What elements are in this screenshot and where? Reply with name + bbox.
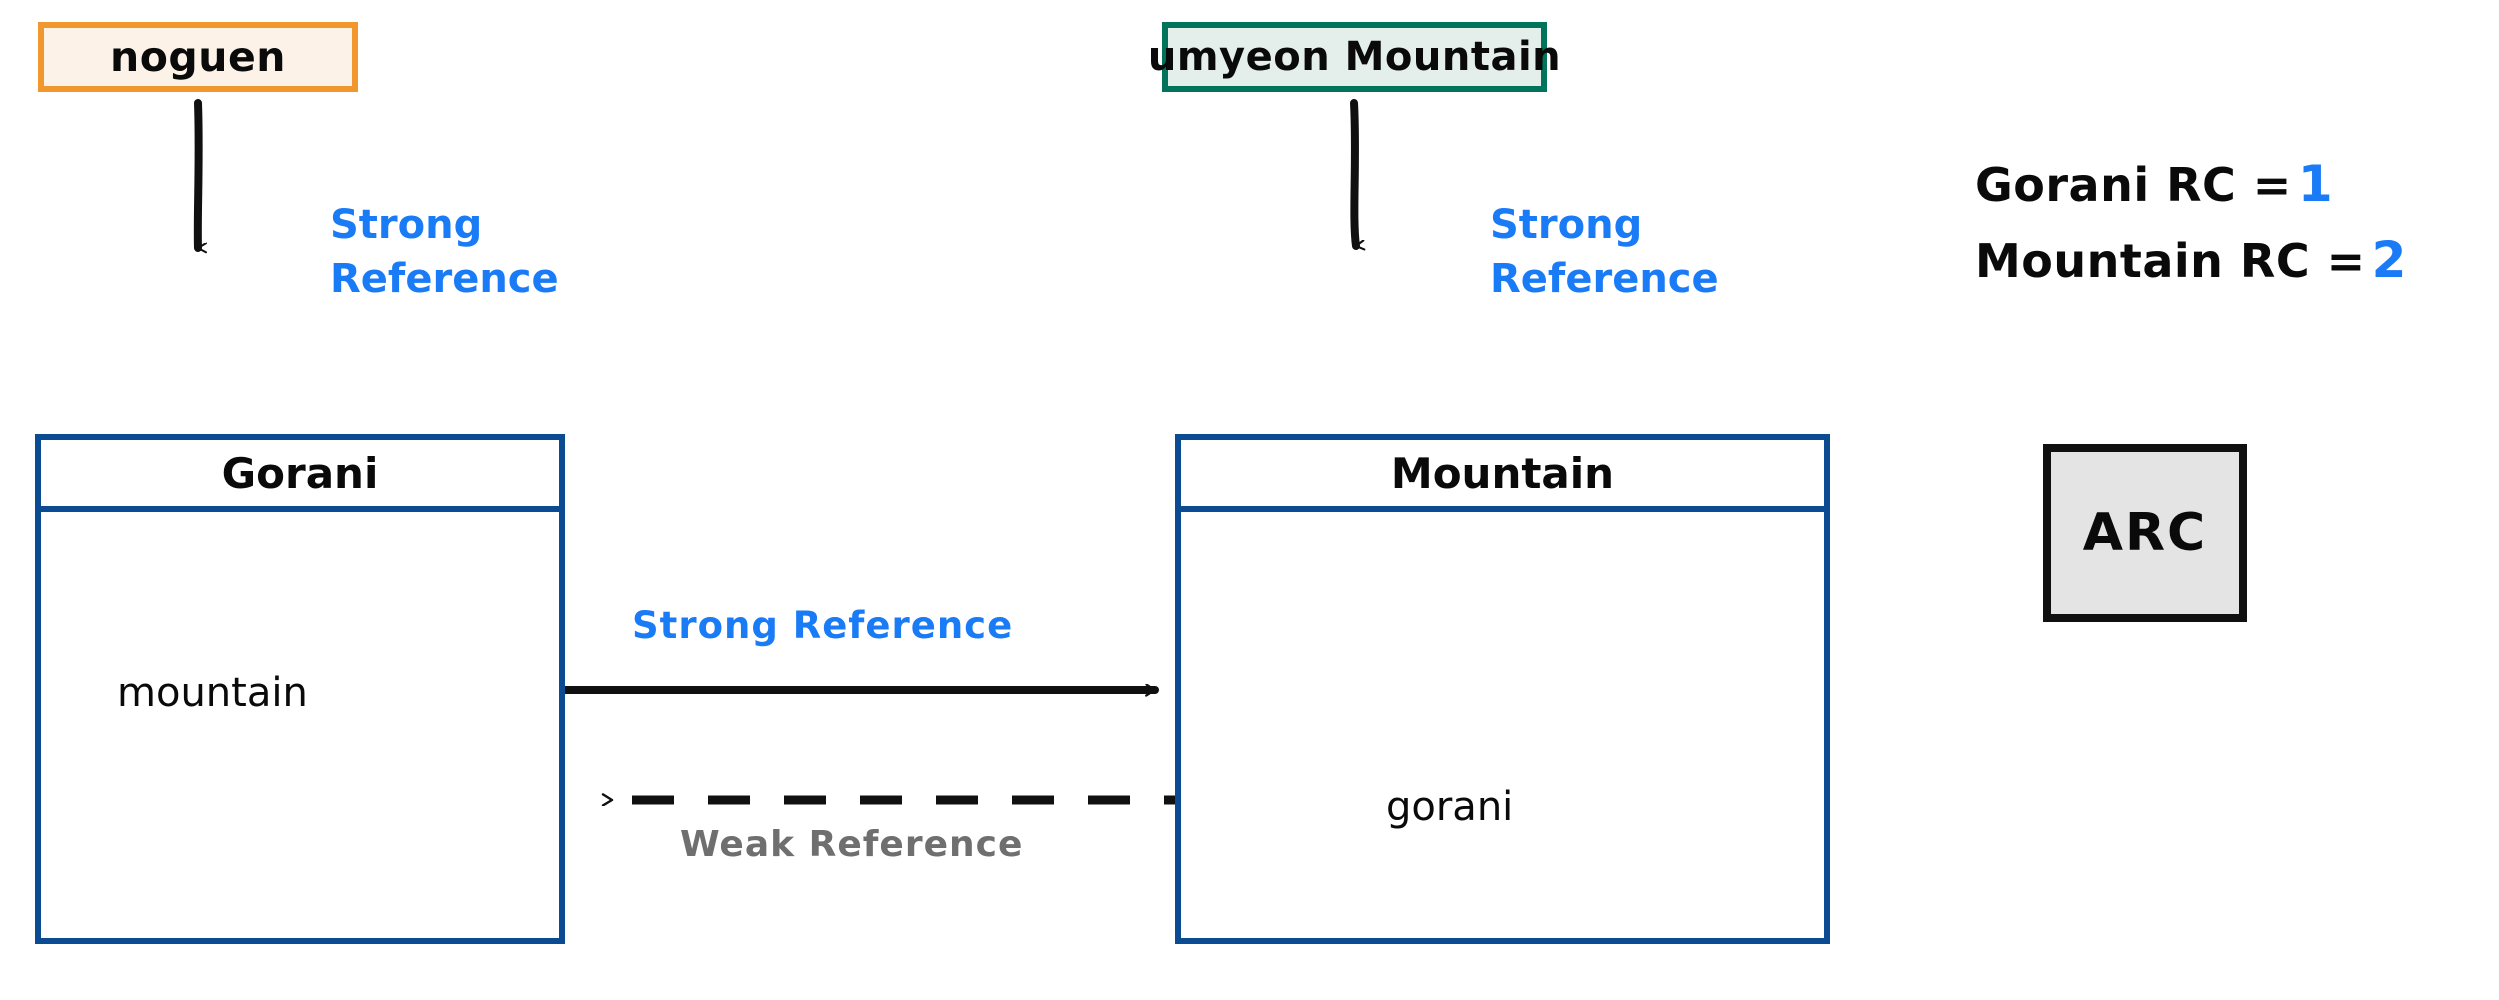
edge-label-line1: Strong — [330, 202, 483, 248]
reference-count-gorani-label: Gorani RC = — [1975, 158, 2292, 212]
edge-noguen-to-gorani — [193, 99, 199, 248]
edge-label-line2: Reference — [330, 256, 559, 302]
edge-label-mountain-to-gorani: Weak Reference — [680, 824, 1024, 865]
edge-label-line2: Reference — [1490, 256, 1719, 302]
reference-count-mountain-value: 2 — [2371, 231, 2407, 289]
class-body-mountain: gorani — [1181, 512, 1824, 938]
edge-umyeon-to-mountain — [1350, 99, 1356, 246]
class-title-gorani: Gorani — [221, 448, 379, 498]
reference-count-gorani: Gorani RC =1 — [1975, 155, 2407, 213]
class-title-mountain: Mountain — [1390, 448, 1615, 498]
instance-box-umyeon-mountain[interactable]: umyeon Mountain — [1148, 22, 1561, 92]
instance-box-noguen[interactable]: noguen — [38, 22, 358, 92]
edge-label-noguen-to-gorani: Strong Reference — [330, 198, 559, 306]
class-box-gorani[interactable]: Gorani mountain — [35, 434, 565, 944]
edge-label-line1: Strong — [1490, 202, 1643, 248]
class-property-gorani: gorani — [1386, 784, 1514, 830]
reference-count-mountain-label: Mountain RC = — [1975, 234, 2366, 288]
class-box-mountain[interactable]: Mountain gorani — [1175, 434, 1830, 944]
reference-count-gorani-value: 1 — [2297, 155, 2334, 213]
class-body-gorani: mountain — [41, 512, 559, 938]
arc-badge: ARC — [2043, 444, 2247, 622]
arc-badge-label: ARC — [2082, 503, 2208, 563]
edge-label-umyeon-to-mountain: Strong Reference — [1490, 198, 1719, 306]
reference-count-panel: Gorani RC =1 Mountain RC =2 — [1975, 155, 2407, 307]
class-header-gorani: Gorani — [41, 440, 559, 512]
instance-label-umyeon-mountain: umyeon Mountain — [1147, 34, 1562, 80]
class-header-mountain: Mountain — [1181, 440, 1824, 512]
class-property-mountain: mountain — [117, 670, 308, 716]
instance-label-noguen: noguen — [110, 33, 286, 81]
edge-label-gorani-to-mountain: Strong Reference — [632, 604, 1014, 647]
reference-count-mountain: Mountain RC =2 — [1975, 231, 2407, 289]
